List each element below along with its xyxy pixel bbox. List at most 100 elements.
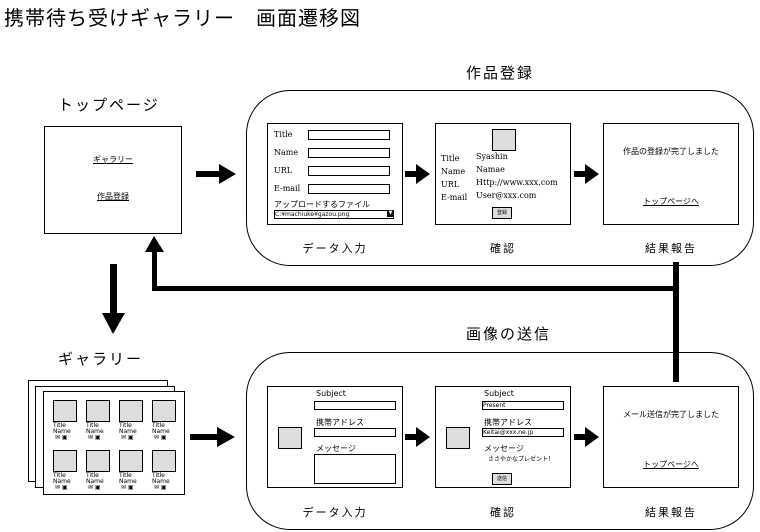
thumbnail[interactable] — [86, 400, 110, 422]
thumb-title: Title — [152, 472, 165, 479]
register-label: 作品登録 — [466, 64, 535, 82]
thumbnail[interactable] — [152, 450, 176, 472]
field-label: Title — [274, 130, 293, 139]
mail-icon[interactable]: ✉ ▣ — [55, 434, 68, 441]
thumbnail[interactable] — [119, 450, 143, 472]
message-value: ささやかなプレゼント！ — [488, 456, 555, 463]
title-input[interactable] — [308, 130, 390, 140]
message-label: メッセージ — [316, 444, 356, 453]
gallery-label: ギャラリー — [58, 350, 144, 368]
register-result-caption: 結果報告 — [645, 242, 697, 255]
thumb-name: Name — [119, 478, 137, 485]
mail-icon[interactable]: ✉ ▣ — [55, 484, 68, 491]
thumb-name: Name — [152, 478, 170, 485]
thumb-title: Title — [119, 472, 132, 479]
register-input-caption: データ入力 — [302, 242, 368, 255]
arrow-right-icon — [574, 427, 599, 447]
thumb-title: Title — [152, 422, 165, 429]
thumbnail[interactable] — [152, 400, 176, 422]
register-input-screen: Title Name URL E-mail アップロードするファイル C:¥ma… — [267, 123, 403, 225]
arrow-right-icon — [405, 164, 430, 184]
subject-label: Subject — [316, 389, 346, 398]
register-confirm-screen: Title Syashin Name Namae URL Http://www.… — [435, 123, 571, 225]
top-page-label: トップページ — [58, 96, 160, 114]
top-page-screen: ギャラリー 作品登録 — [44, 126, 182, 234]
address-label: 携帯アドレス — [484, 418, 532, 427]
send-label: 画像の送信 — [466, 325, 552, 343]
selected-image — [278, 427, 302, 449]
thumb-name: Name — [86, 428, 104, 435]
page-title: 携帯待ち受けギャラリー 画面遷移図 — [4, 6, 361, 30]
thumbnail[interactable] — [53, 400, 77, 422]
address-label: 携帯アドレス — [316, 418, 364, 427]
confirm-label: Title — [441, 154, 460, 163]
confirm-value: Http://www.xxx.com — [476, 178, 558, 187]
message-textarea[interactable] — [314, 454, 396, 484]
thumbnail[interactable] — [119, 400, 143, 422]
url-input[interactable] — [308, 166, 390, 176]
confirm-label: Name — [441, 167, 466, 176]
email-input[interactable] — [308, 184, 390, 194]
send-complete-message: メール送信が完了しました — [623, 410, 719, 419]
thumb-name: Name — [53, 478, 71, 485]
mail-icon[interactable]: ✉ ▣ — [88, 484, 101, 491]
mail-icon[interactable]: ✉ ▣ — [121, 484, 134, 491]
return-arrow-icon — [145, 236, 679, 382]
send-input-screen: Subject 携帯アドレス メッセージ — [267, 386, 403, 488]
send-top-link[interactable]: トップページへ — [643, 460, 699, 469]
dropdown-arrow-icon[interactable]: ▼ — [387, 210, 394, 217]
register-top-link[interactable]: トップページへ — [643, 197, 699, 206]
register-submit-button[interactable]: 登録 — [492, 207, 512, 219]
confirm-label: E-mail — [441, 193, 468, 202]
upload-value: C:¥machiuke¥gazou.png — [275, 211, 350, 218]
confirm-value: Syashin — [476, 152, 508, 161]
thumbnail[interactable] — [53, 450, 77, 472]
field-label: URL — [274, 166, 293, 175]
thumb-title: Title — [53, 422, 66, 429]
send-result-screen: メール送信が完了しました トップページへ — [603, 386, 739, 488]
thumb-name: Name — [86, 478, 104, 485]
send-confirm-screen: Subject Present 携帯アドレス Keitai@xxx.ne.jp … — [435, 386, 571, 488]
selected-image — [446, 427, 470, 449]
arrow-right-icon — [574, 164, 599, 184]
arrow-right-icon — [190, 427, 235, 447]
field-label: E-mail — [274, 184, 301, 193]
gallery-screen: Title Name ✉ ▣ Title Name ✉ ▣ Title Name… — [43, 391, 185, 495]
subject-value: Present — [482, 401, 564, 410]
thumbnail[interactable] — [86, 450, 110, 472]
register-result-screen: 作品の登録が完了しました トップページへ — [603, 123, 739, 225]
mail-icon[interactable]: ✉ ▣ — [154, 434, 167, 441]
mail-icon[interactable]: ✉ ▣ — [88, 434, 101, 441]
confirm-value: Namae — [476, 165, 505, 174]
thumb-name: Name — [53, 428, 71, 435]
register-confirm-caption: 確認 — [490, 242, 516, 255]
mail-icon[interactable]: ✉ ▣ — [154, 484, 167, 491]
subject-label: Subject — [484, 389, 514, 398]
image-preview — [492, 129, 516, 151]
field-label: Name — [274, 148, 299, 157]
arrow-down-icon — [102, 264, 125, 334]
register-link[interactable]: 作品登録 — [97, 192, 129, 201]
mail-icon[interactable]: ✉ ▣ — [121, 434, 134, 441]
address-input[interactable] — [314, 428, 396, 437]
thumb-title: Title — [86, 422, 99, 429]
send-result-caption: 結果報告 — [645, 506, 697, 519]
message-label: メッセージ — [484, 444, 524, 453]
send-confirm-caption: 確認 — [490, 506, 516, 519]
thumb-name: Name — [152, 428, 170, 435]
gallery-link[interactable]: ギャラリー — [93, 155, 133, 164]
arrow-right-icon — [196, 164, 236, 184]
address-value: Keitai@xxx.ne.jp — [482, 428, 564, 437]
name-input[interactable] — [308, 148, 390, 158]
upload-label: アップロードするファイル — [274, 200, 370, 209]
thumb-title: Title — [53, 472, 66, 479]
confirm-label: URL — [441, 180, 460, 189]
send-submit-button[interactable]: 送信 — [492, 473, 512, 485]
confirm-value: User@xxx.com — [476, 191, 537, 200]
register-complete-message: 作品の登録が完了しました — [623, 147, 719, 156]
subject-input[interactable] — [314, 401, 396, 410]
send-input-caption: データ入力 — [302, 506, 368, 519]
thumb-name: Name — [119, 428, 137, 435]
arrow-right-icon — [405, 427, 430, 447]
